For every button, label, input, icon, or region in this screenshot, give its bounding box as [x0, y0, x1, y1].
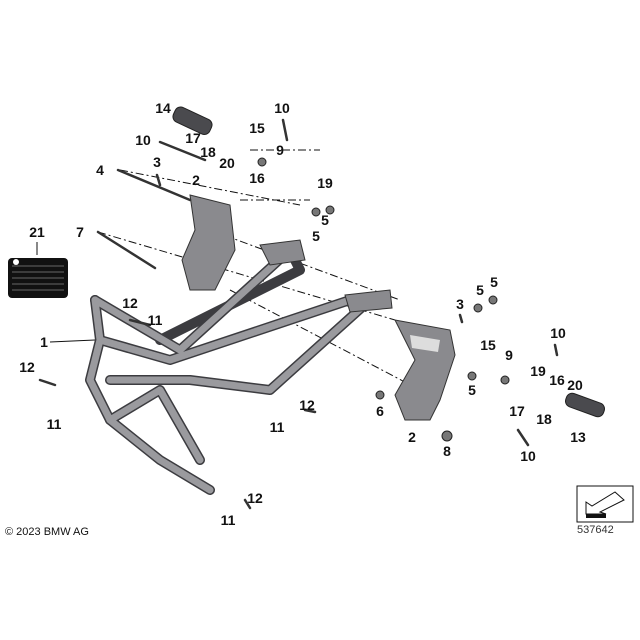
callout-10[interactable]: 10 — [135, 132, 151, 148]
callout-16[interactable]: 16 — [249, 170, 265, 186]
callout-5[interactable]: 5 — [312, 228, 320, 244]
callout-19[interactable]: 19 — [530, 363, 546, 379]
view-direction-icon — [576, 485, 634, 523]
callout-5[interactable]: 5 — [476, 282, 484, 298]
callout-8[interactable]: 8 — [443, 443, 451, 459]
callout-2[interactable]: 2 — [192, 172, 200, 188]
callout-12[interactable]: 12 — [19, 359, 35, 375]
callout-5[interactable]: 5 — [490, 274, 498, 290]
callout-15[interactable]: 15 — [249, 120, 265, 136]
callout-10[interactable]: 10 — [274, 100, 290, 116]
callout-7[interactable]: 7 — [76, 224, 84, 240]
callout-10[interactable]: 10 — [520, 448, 536, 464]
callout-13[interactable]: 13 — [570, 429, 586, 445]
callout-2[interactable]: 2 — [408, 429, 416, 445]
callout-5[interactable]: 5 — [321, 212, 329, 228]
callout-18[interactable]: 18 — [200, 144, 216, 160]
callout-18[interactable]: 18 — [536, 411, 552, 427]
diagram-id: 537642 — [577, 524, 614, 536]
callout-3[interactable]: 3 — [456, 296, 464, 312]
callout-12[interactable]: 12 — [299, 397, 315, 413]
callout-16[interactable]: 16 — [549, 372, 565, 388]
copyright-text: © 2023 BMW AG — [5, 526, 89, 538]
callout-11[interactable]: 11 — [147, 312, 163, 328]
callout-12[interactable]: 12 — [247, 490, 263, 506]
callout-10[interactable]: 10 — [550, 325, 566, 341]
callout-11[interactable]: 11 — [269, 419, 285, 435]
callout-14[interactable]: 14 — [155, 100, 171, 116]
callout-6[interactable]: 6 — [376, 403, 384, 419]
callout-3[interactable]: 3 — [153, 154, 161, 170]
callout-11[interactable]: 11 — [46, 416, 62, 432]
callout-17[interactable]: 17 — [185, 130, 201, 146]
callout-1[interactable]: 1 — [40, 334, 48, 350]
callout-9[interactable]: 9 — [276, 142, 284, 158]
callout-20[interactable]: 20 — [219, 155, 235, 171]
callout-21[interactable]: 21 — [29, 224, 45, 240]
callout-17[interactable]: 17 — [509, 403, 525, 419]
callout-4[interactable]: 4 — [96, 162, 104, 178]
callout-12[interactable]: 12 — [122, 295, 138, 311]
callout-5[interactable]: 5 — [468, 382, 476, 398]
callout-20[interactable]: 20 — [567, 377, 583, 393]
callout-9[interactable]: 9 — [505, 347, 513, 363]
callout-19[interactable]: 19 — [317, 175, 333, 191]
callout-15[interactable]: 15 — [480, 337, 496, 353]
callout-11[interactable]: 11 — [220, 512, 236, 528]
